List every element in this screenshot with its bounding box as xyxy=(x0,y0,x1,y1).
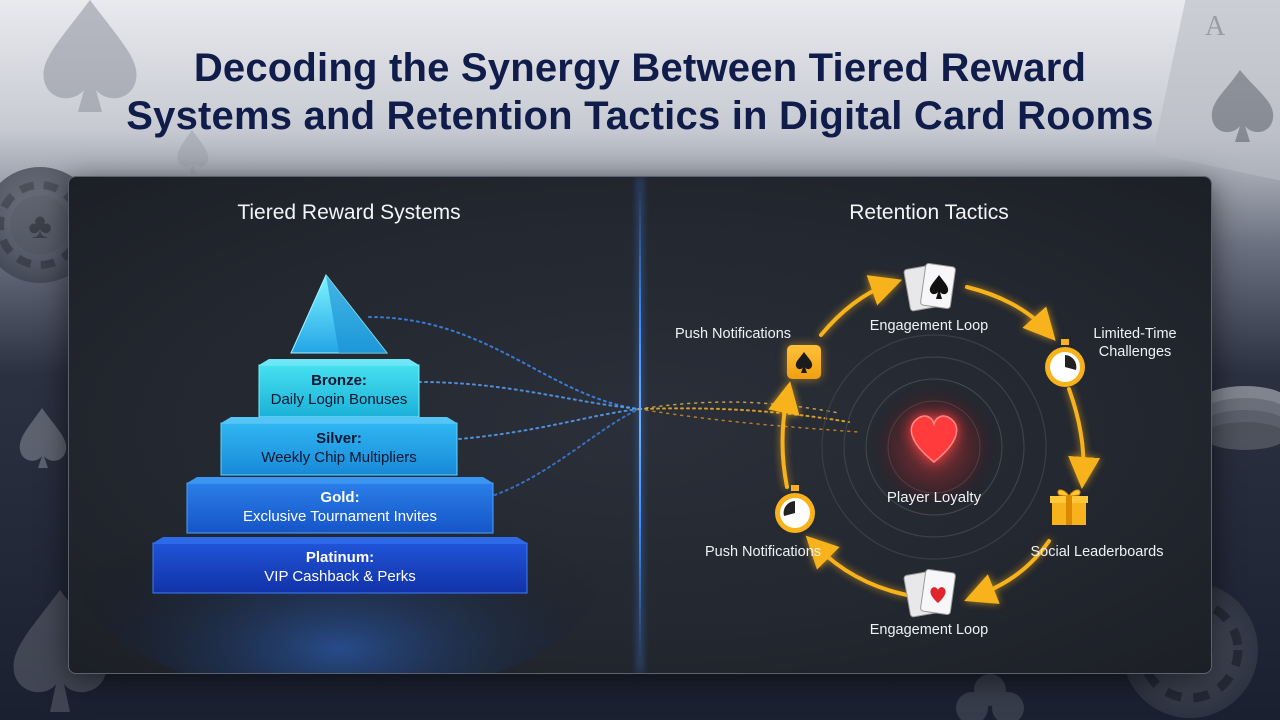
playing-cards-heart-icon xyxy=(903,569,956,618)
diagram-graphics xyxy=(79,274,1101,673)
node-push-notifications-upper: Push Notifications xyxy=(674,326,792,342)
tier-label: Gold: xyxy=(320,489,360,506)
node-engagement-loop-bottom: Engagement Loop xyxy=(869,622,989,638)
playing-cards-spade-icon xyxy=(903,263,956,312)
page-title: Decoding the Synergy Between Tiered Rewa… xyxy=(0,44,1280,140)
energy-streams xyxy=(368,316,860,498)
node-limited-time-challenges: Limited-Time Challenges xyxy=(1093,326,1177,360)
tier-platinum-block xyxy=(152,537,528,594)
tier-bronze: Bronze: Daily Login Bonuses xyxy=(259,371,419,409)
spade-decoration-icon xyxy=(43,0,137,112)
spade-tile-icon xyxy=(787,345,821,379)
page-title-line-2: Systems and Retention Tactics in Digital… xyxy=(126,94,1154,138)
pyramid-apex-icon xyxy=(290,274,389,354)
stopwatch-icon xyxy=(775,485,815,533)
center-player-loyalty-label: Player Loyalty xyxy=(886,489,982,506)
tier-label: Platinum: xyxy=(305,549,375,566)
node-push-notifications-lower: Push Notifications xyxy=(704,544,822,560)
tier-bronze-block xyxy=(258,359,420,418)
tier-platinum: Platinum: VIP Cashback & Perks xyxy=(153,548,527,586)
tier-silver-block xyxy=(220,417,458,476)
svg-text:♣: ♣ xyxy=(28,205,52,246)
page-title-line-1: Decoding the Synergy Between Tiered Rewa… xyxy=(193,46,1087,90)
spade-decoration-icon xyxy=(19,408,67,468)
tier-silver: Silver: Weekly Chip Multipliers xyxy=(221,429,457,467)
ace-card-decoration-icon: A xyxy=(1154,0,1280,181)
poker-chip-decoration-icon xyxy=(1203,386,1280,450)
stopwatch-icon xyxy=(1045,339,1085,387)
tier-gold: Gold: Exclusive Tournament Invites xyxy=(187,488,493,526)
club-decoration-icon xyxy=(956,674,1024,720)
tier-gold-block xyxy=(186,477,494,534)
tier-description: Daily Login Bonuses xyxy=(270,391,408,408)
gift-box-icon xyxy=(1050,489,1088,525)
cycle-arrows xyxy=(768,275,1101,604)
spade-glyph-icon xyxy=(795,352,813,373)
tier-description: VIP Cashback & Perks xyxy=(264,568,416,585)
spade-decoration-icon xyxy=(177,130,209,174)
section-divider xyxy=(639,177,641,673)
node-social-leaderboards: Social Leaderboards xyxy=(1030,544,1164,560)
node-engagement-loop-top: Engagement Loop xyxy=(869,318,989,334)
left-section-heading: Tiered Reward Systems xyxy=(237,201,461,224)
right-section-heading: Retention Tactics xyxy=(849,201,1009,224)
heart-icon xyxy=(910,415,958,463)
diagram-panel: Tiered Reward Systems Retention Tactics … xyxy=(68,176,1212,674)
tier-label: Silver: xyxy=(316,430,362,447)
tier-label: Bronze: xyxy=(311,372,367,389)
svg-text:A: A xyxy=(1205,11,1226,42)
tier-description: Weekly Chip Multipliers xyxy=(261,449,417,466)
tier-description: Exclusive Tournament Invites xyxy=(243,508,437,525)
